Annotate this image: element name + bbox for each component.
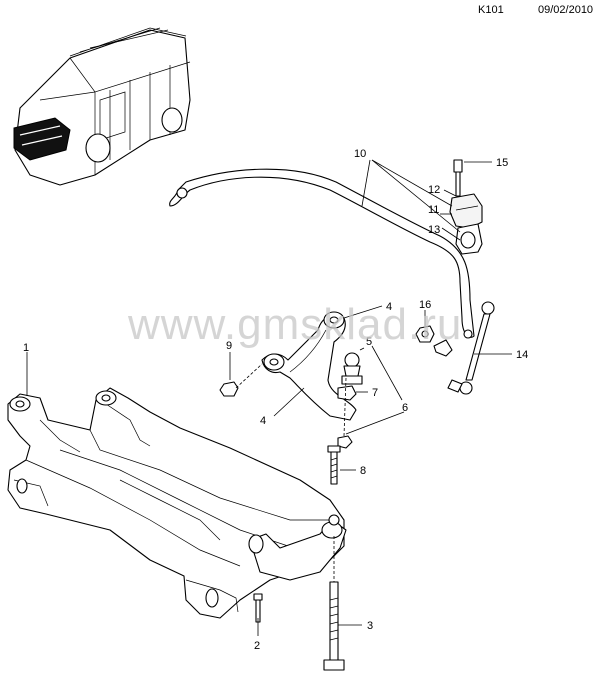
- bolt-8: [327, 445, 341, 485]
- nut-16: [415, 325, 435, 343]
- diagram-date: 09/02/2010: [538, 4, 594, 16]
- highlighted-subframe-icon: [13, 117, 71, 161]
- nut-6: [337, 435, 353, 449]
- stabilizer-link: [447, 301, 495, 395]
- nut-7: [337, 385, 357, 401]
- callout-6: 6: [402, 402, 408, 414]
- callout-15: 15: [496, 157, 508, 169]
- link-bracket: [433, 339, 453, 357]
- callout-5: 5: [366, 336, 372, 348]
- callout-1: 1: [23, 342, 29, 354]
- nut-9: [219, 381, 239, 397]
- ball-joint: [341, 352, 363, 385]
- stabilizer-bushing: [455, 223, 483, 255]
- callout-9: 9: [226, 340, 232, 352]
- bolt-2: [253, 593, 263, 623]
- callout-16: 16: [419, 299, 431, 311]
- assembly-line-9: [235, 363, 263, 389]
- callout-4-upper: 4: [386, 301, 392, 313]
- callout-13: 13: [428, 224, 440, 236]
- leader-lines: [26, 159, 512, 636]
- callout-2: 2: [254, 640, 260, 652]
- stabilizer-clamp: [449, 193, 483, 229]
- subframe: [7, 387, 347, 619]
- callout-labels: 1 2 3 4 4 5 6 7 8 9 10 11 12 13 14 15 16: [23, 148, 528, 652]
- callout-8: 8: [360, 465, 366, 477]
- callout-3: 3: [367, 620, 373, 632]
- control-arm: [261, 311, 357, 421]
- stabilizer-bar: [169, 168, 475, 339]
- callout-11: 11: [428, 204, 439, 216]
- callout-10: 10: [354, 148, 366, 160]
- diagram-id: K101: [478, 4, 504, 16]
- callout-7: 7: [372, 387, 378, 399]
- callout-14: 14: [516, 349, 528, 361]
- vehicle-thumbnail: [13, 27, 191, 186]
- callout-12: 12: [428, 184, 440, 196]
- bolt-3: [323, 581, 345, 671]
- callout-4-lower: 4: [260, 415, 266, 427]
- bolt-15: [453, 159, 463, 197]
